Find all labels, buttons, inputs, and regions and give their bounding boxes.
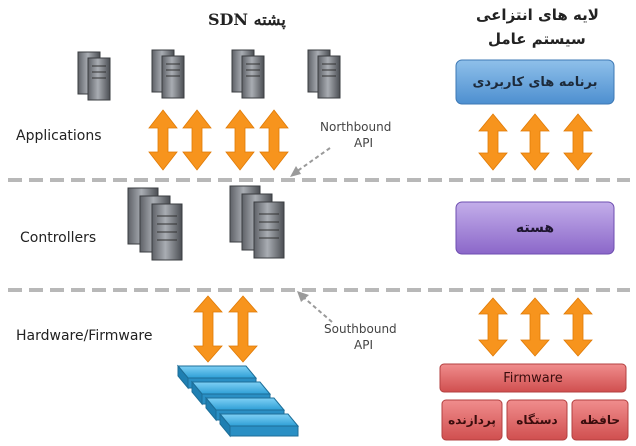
layer-label-hardware: Hardware/Firmware (16, 328, 153, 344)
firmware-box-bg (439, 363, 627, 393)
kernel-box: هسته (515, 220, 555, 236)
double-arrow-icon (193, 295, 223, 363)
northbound-api-pointer (290, 147, 331, 177)
double-arrow-icon (563, 113, 593, 171)
server-icon (231, 49, 265, 99)
double-arrow-icon (520, 113, 550, 171)
os-stack-title-line2: سیستم عامل (488, 30, 586, 48)
double-arrow-icon (520, 297, 550, 357)
double-arrow-icon (182, 109, 212, 171)
northbound-api-label-line2: API (354, 136, 373, 150)
northbound-api-label-line1: Northbound (320, 120, 392, 134)
server-icon (127, 187, 183, 261)
double-arrow-icon (228, 295, 258, 363)
applications-box-bg (455, 59, 615, 105)
server-icon (77, 51, 111, 101)
hardware-box-bg (571, 399, 629, 441)
hardware-box-bg (506, 399, 568, 441)
kernel-box-bg (455, 201, 615, 255)
layer-label-applications: Applications (16, 128, 102, 144)
hardware-box-memory: حافظه (580, 413, 620, 427)
double-arrow-icon (259, 109, 289, 171)
os-stack-title-line1: لایه های انتزاعی (476, 6, 599, 24)
double-arrow-icon (225, 109, 255, 171)
layer-label-controllers: Controllers (20, 230, 97, 246)
server-icon (151, 49, 185, 99)
southbound-api-label-line2: API (354, 338, 373, 352)
double-arrow-icon (563, 297, 593, 357)
network-switch-icon (218, 412, 300, 438)
southbound-api-pointer (297, 291, 333, 323)
double-arrow-icon (478, 113, 508, 171)
hardware-box-device: دستگاه (516, 413, 558, 427)
southbound-api-label-line1: Southbound (324, 322, 397, 336)
double-arrow-icon (478, 297, 508, 357)
hardware-box-processor: پردازنده (448, 413, 496, 427)
applications-box: برنامه های کاربردی (472, 74, 598, 90)
firmware-box: Firmware (503, 370, 563, 386)
server-icon (229, 185, 285, 259)
sdn-stack-title: پشته SDN (208, 10, 286, 29)
hardware-box-bg (441, 399, 503, 441)
server-icon (307, 49, 341, 99)
double-arrow-icon (148, 109, 178, 171)
